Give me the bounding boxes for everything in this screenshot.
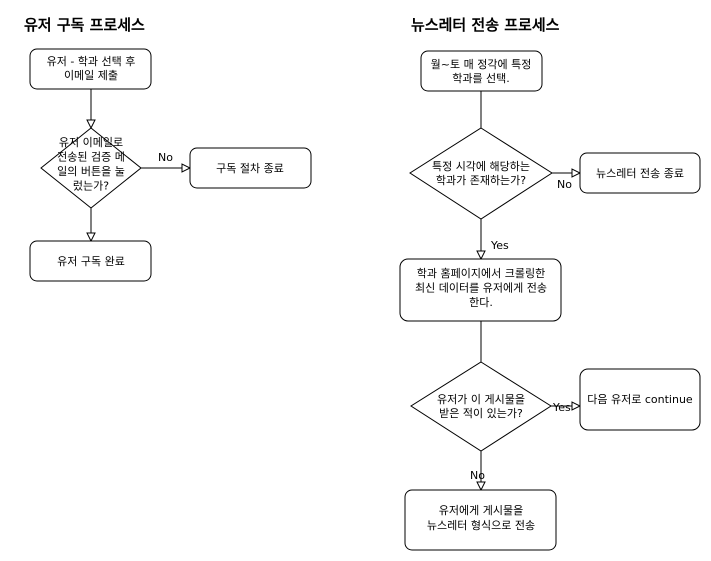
text-line: 학과가 존재하는가? [436,173,526,187]
right-yes2-label: Yes [552,401,571,414]
text-line: 유저 이메일로 [59,135,123,149]
text-line: 일의 버튼을 눌 [57,164,125,178]
right-yes1-label: Yes [490,239,509,252]
left-end-yes-text: 유저 구독 완료 [57,255,125,268]
arrowhead [571,168,582,178]
right-decision1-node [409,127,553,220]
text-line: 유저가 이 게시물을 [437,393,525,406]
right-decision2-node [410,361,552,452]
right-no1-label: No [557,178,572,191]
left-no-label: No [158,151,173,164]
right-end1-node [579,152,701,194]
text-line: 유저에게 게시물을 [439,504,523,517]
arrowhead [476,250,486,261]
text-line: 한다. [469,296,493,309]
left-end-no-text: 구독 절차 종료 [216,162,284,175]
left-title: 유저 구독 프로세스 [24,16,145,34]
text-line: 학과 홈페이지에서 크롤링한 [417,266,545,280]
left-end-yes-node [29,240,152,282]
text-line: 월~토 매 정각에 특정 [431,58,532,71]
arrowhead [86,232,96,243]
text-line: 렀는가? [73,179,109,193]
arrowhead [181,163,192,173]
text-line: 학과를 선택. [452,72,510,85]
text-line: 특정 시각에 해당하는 [432,159,530,173]
text-line: 이메일 제출 [64,68,118,82]
right-end2-text: 다음 유저로 continue [587,393,693,406]
text-line: 유저 - 학과 선택 후 [47,55,136,68]
arrowhead [476,481,486,492]
right-send-node [404,489,557,551]
right-end2-node [579,368,701,431]
text-line: 받은 적이 있는가? [439,407,523,420]
left-start-node [29,48,152,90]
arrowhead [86,119,96,130]
left-decision-node [40,127,142,209]
text-line: 최신 데이터를 유저에게 전송 [415,282,547,295]
right-no2-label: No [470,469,485,482]
left-end-no-node [189,147,312,189]
right-end1-text: 뉴스레터 전송 종료 [596,167,684,180]
text-line: 뉴스레터 형식으로 전송 [427,519,535,532]
arrowhead [571,401,582,411]
right-title: 뉴스레터 전송 프로세스 [411,16,560,34]
text-line: 전송된 검증 메 [57,151,125,164]
right-start-node [420,50,543,92]
right-crawl-node [399,258,562,322]
